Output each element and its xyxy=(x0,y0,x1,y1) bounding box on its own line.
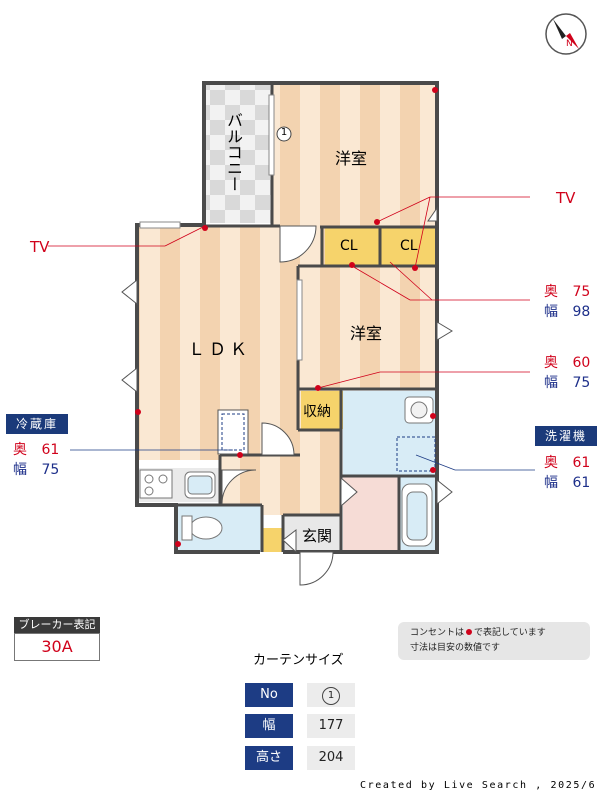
fridge-depth-label: 奥 xyxy=(13,442,27,458)
closet-width-label: 幅 xyxy=(544,304,558,320)
washer-dimensions: 奥 61 幅 61 xyxy=(544,455,596,491)
western-room-upper-label: 洋室 xyxy=(335,149,368,168)
storage-width-value: 75 xyxy=(572,375,591,391)
curtain-value-no: 1 xyxy=(307,683,355,707)
ldk-label: ＬＤＫ xyxy=(188,340,251,360)
storage-floor xyxy=(301,391,343,429)
western-room-upper-floor xyxy=(272,83,437,228)
washer-width-value: 61 xyxy=(572,475,591,491)
closet-depth-value: 75 xyxy=(572,284,591,300)
fridge-width-label: 幅 xyxy=(13,462,27,478)
note-outlet-post: で表記しています xyxy=(474,628,546,638)
curtain-value-width: 177 xyxy=(307,714,355,738)
windows xyxy=(139,94,303,361)
entrance-label: 玄関 xyxy=(302,527,333,545)
closet-label-1: CL xyxy=(340,238,358,254)
storage-depth-value: 60 xyxy=(572,355,591,371)
closet-dimensions: 奥 75 幅 98 xyxy=(544,284,596,320)
breaker-value: 30A xyxy=(14,633,100,661)
washer-depth-label: 奥 xyxy=(544,455,558,471)
tv-leader-lines xyxy=(48,196,530,389)
note-outlet-icon xyxy=(466,629,473,635)
washer-width-label: 幅 xyxy=(544,475,558,491)
fridge-width-value: 75 xyxy=(41,462,60,478)
storage-dimensions: 奥 60 幅 75 xyxy=(544,355,596,391)
outlet-markers xyxy=(135,87,438,547)
storage-label: 収納 xyxy=(303,404,331,420)
door-swings xyxy=(121,206,453,586)
compass-icon: N xyxy=(545,13,587,55)
note-dimensions: 寸法は目安の数値です xyxy=(410,643,501,653)
curtain-header-no: No xyxy=(245,683,293,707)
fridge-dimensions: 奥 61 幅 75 xyxy=(13,442,65,478)
closet-width-value: 98 xyxy=(572,304,591,320)
note-outlet-pre: コンセントは xyxy=(410,628,465,638)
shoe-box xyxy=(262,528,283,552)
window-number-marker xyxy=(276,126,292,142)
appliance-leader-lines xyxy=(70,449,535,471)
balcony-floor xyxy=(206,83,272,223)
svg-text:N: N xyxy=(566,39,573,49)
washer-depth-value: 61 xyxy=(572,455,591,471)
tv-label-right: TV xyxy=(556,189,576,207)
washer-title: 洗濯機 xyxy=(535,426,597,446)
breaker-title: ブレーカー表記 xyxy=(14,617,100,633)
fridge-title: 冷蔵庫 xyxy=(6,414,68,434)
storage-width-label: 幅 xyxy=(544,375,558,391)
curtain-title: カーテンサイズ xyxy=(253,653,344,668)
western-room-middle-label: 洋室 xyxy=(350,324,383,343)
curtain-header-width: 幅 xyxy=(245,714,293,738)
fridge-depth-value: 61 xyxy=(41,442,60,458)
western-room-middle-floor xyxy=(300,267,437,389)
closet-depth-label: 奥 xyxy=(544,284,558,300)
storage-depth-label: 奥 xyxy=(544,355,558,371)
curtain-value-height: 204 xyxy=(307,746,355,770)
closet-label-2: CL xyxy=(400,238,418,254)
curtain-header-height: 高さ xyxy=(245,746,293,770)
fixtures xyxy=(139,396,436,547)
notes-box: コンセントはで表記しています 寸法は目安の数値です xyxy=(398,622,590,660)
tv-label-left: TV xyxy=(30,238,50,256)
footer-credit: Created by Live Search , 2025/6 xyxy=(360,780,597,791)
window-number-label: 1 xyxy=(280,127,288,138)
curtain-no-circle: 1 xyxy=(322,687,340,705)
balcony-label: バルコニー xyxy=(224,112,243,192)
